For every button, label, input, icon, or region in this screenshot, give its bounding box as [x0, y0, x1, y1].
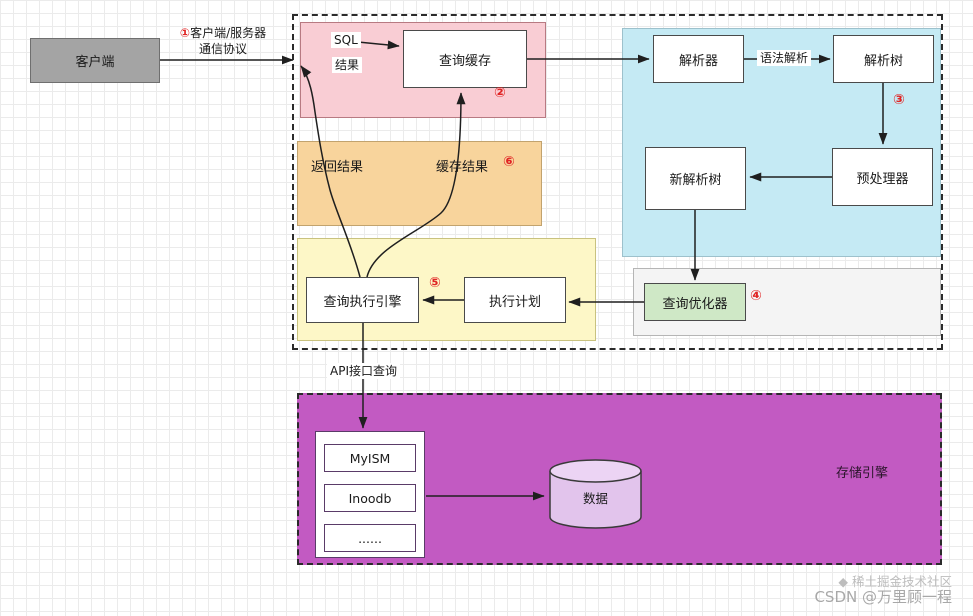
watermark-csdn: CSDN @万里顾一程 — [814, 588, 952, 606]
watermark-juejin: 稀土掘金技术社区 — [851, 574, 952, 589]
sql-label: SQL — [331, 32, 361, 48]
step6-number: ⑥ — [503, 154, 515, 170]
query-cache-label: 查询缓存 — [438, 53, 491, 69]
data-cylinder: 数据 — [548, 458, 643, 530]
more-engines-label: ...... — [358, 530, 382, 546]
juejin-logo-icon: ◆ — [838, 574, 848, 589]
query-cache-box: 查询缓存 — [403, 30, 527, 88]
step3-number: ③ — [893, 92, 905, 108]
myisam-box: MyISM — [324, 444, 416, 472]
client-box: 客户端 — [30, 38, 160, 83]
innodb-box: Inoodb — [324, 484, 416, 512]
syntax-parse-label: 语法解析 — [757, 50, 812, 66]
query-optimizer-label: 查询优化器 — [662, 296, 728, 312]
cache-result-label: 缓存结果 — [436, 160, 489, 175]
parser-label: 解析器 — [678, 53, 718, 69]
protocol-line2: 通信协议 — [198, 42, 247, 56]
api-query-label: API接口查询 — [327, 363, 400, 379]
new-parse-tree-label: 新解析树 — [669, 173, 722, 188]
step4-number: ④ — [750, 288, 762, 304]
server-dashed-boundary — [292, 14, 943, 350]
parse-tree-box: 解析树 — [833, 35, 934, 83]
query-exec-engine-label: 查询执行引擎 — [323, 294, 402, 310]
watermark: ◆ 稀土掘金技术社区 CSDN @万里顾一程 — [660, 575, 952, 606]
data-label: 数据 — [582, 491, 608, 506]
myisam-label: MyISM — [349, 450, 391, 466]
protocol-label: ①客户端/服务器 通信协议 — [163, 25, 283, 57]
query-optimizer-box: 查询优化器 — [644, 283, 746, 321]
parse-tree-label: 解析树 — [863, 53, 903, 69]
new-parse-tree-box: 新解析树 — [645, 147, 746, 210]
step1-number: ① — [179, 26, 191, 40]
exec-plan-label: 执行计划 — [488, 294, 541, 310]
more-engines-box: ...... — [324, 524, 416, 552]
result-label: 结果 — [332, 57, 363, 73]
client-label: 客户端 — [75, 55, 115, 70]
preprocessor-box: 预处理器 — [832, 148, 933, 206]
storage-engine-label: 存储引擎 — [836, 466, 889, 481]
parser-box: 解析器 — [653, 35, 744, 83]
exec-plan-box: 执行计划 — [464, 277, 566, 323]
query-exec-engine-box: 查询执行引擎 — [306, 277, 419, 323]
step2-number: ② — [494, 85, 506, 101]
cylinder-shape-icon — [549, 459, 642, 529]
step5-number: ⑤ — [429, 275, 441, 291]
return-result-label: 返回结果 — [311, 160, 364, 175]
innodb-label: Inoodb — [348, 490, 392, 506]
protocol-line1: 客户端/服务器 — [190, 26, 267, 40]
preprocessor-label: 预处理器 — [856, 171, 909, 187]
